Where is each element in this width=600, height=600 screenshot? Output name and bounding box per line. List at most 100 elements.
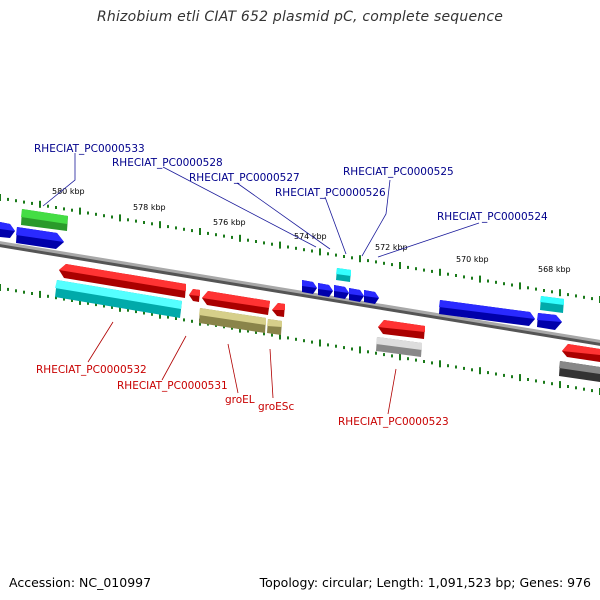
tick-minor (583, 387, 585, 391)
map-title: Rhizobium etli CIAT 652 plasmid pC, comp… (96, 9, 504, 25)
tick-minor (495, 372, 497, 376)
tick-minor (15, 289, 17, 293)
kbp-label-574: 574 kbp (294, 232, 327, 241)
tick-minor (575, 386, 577, 390)
tick-minor (271, 242, 273, 246)
tick-major (359, 255, 361, 263)
gene-upper-blue-1[interactable] (0, 222, 15, 238)
gene-lower-red-end[interactable] (562, 344, 600, 362)
tick-minor (591, 389, 593, 393)
tick-major (319, 339, 321, 347)
tick-minor (343, 255, 345, 258)
gene-label-PC0000527: RHECIAT_PC0000527 (189, 172, 300, 184)
tick-minor (367, 259, 369, 263)
upper-leader-lines (42, 153, 480, 258)
gene-lower-red-tiny[interactable] (272, 303, 285, 317)
tick-minor (231, 235, 233, 239)
tick-minor (495, 280, 497, 284)
tick-major (359, 346, 361, 354)
gene-upper-blue-small-2[interactable] (318, 283, 333, 297)
gene-label-PC0000525: RHECIAT_PC0000525 (343, 166, 454, 178)
tick-minor (183, 318, 185, 322)
tick-minor (575, 294, 577, 298)
tick-minor (63, 297, 65, 301)
gene-upper-blue-small-5[interactable] (364, 290, 379, 304)
tick-minor (391, 263, 393, 267)
gene-lower-dark-end[interactable] (559, 361, 600, 382)
tick-minor (295, 337, 297, 341)
gene-label-PC0000523: RHECIAT_PC0000523 (338, 416, 449, 428)
tick-minor (71, 208, 73, 212)
gene-upper-blue-large[interactable] (439, 300, 535, 326)
tick-minor (431, 269, 433, 273)
tick-minor (415, 267, 417, 271)
tick-minor (551, 290, 553, 294)
tick-minor (327, 252, 329, 256)
tick-minor (207, 231, 209, 235)
gene-upper-green[interactable] (21, 209, 68, 231)
gene-upper-cyan-end[interactable] (540, 296, 564, 313)
tick-major (479, 367, 481, 375)
tick-minor (463, 275, 465, 279)
tick-major (159, 221, 161, 229)
tick-minor (335, 344, 337, 348)
tick-minor (287, 245, 289, 249)
gene-lower-red-small[interactable] (189, 289, 200, 302)
tick-minor (167, 315, 169, 319)
tick-minor (375, 351, 377, 355)
tick-minor (143, 221, 145, 224)
tick-minor (95, 303, 97, 307)
tick-minor (567, 293, 569, 297)
tick-minor (375, 260, 377, 264)
gene-upper-blue-cluster[interactable] (302, 280, 379, 304)
tick-minor (143, 311, 145, 315)
tick-minor (95, 212, 97, 216)
tick-major (519, 282, 521, 290)
tick-minor (551, 382, 553, 386)
tick-minor (231, 326, 233, 330)
gene-upper-blue-2[interactable] (16, 227, 64, 249)
tick-major (239, 234, 241, 242)
gene-upper-blue-small-3[interactable] (334, 285, 349, 299)
tick-minor (103, 304, 105, 308)
kbp-label-572: 572 kbp (375, 243, 408, 252)
tick-major (319, 248, 321, 256)
gene-upper-blue-small-4[interactable] (349, 288, 364, 302)
gene-lower-red-523[interactable] (378, 320, 425, 339)
tick-major (279, 332, 281, 340)
tick-minor (351, 347, 353, 351)
tick-minor (503, 282, 505, 286)
tick-minor (335, 253, 337, 257)
kbp-label-568: 568 kbp (538, 265, 571, 274)
tick-minor (431, 361, 433, 365)
gene-lower-red-large[interactable] (59, 264, 186, 298)
tick-major (119, 304, 121, 312)
gene-groES[interactable] (267, 319, 282, 335)
tick-minor (223, 234, 225, 238)
gene-lower-grey-523[interactable] (376, 337, 422, 357)
tick-minor (567, 385, 569, 388)
tick-minor (343, 346, 345, 350)
gene-lower-red-mid[interactable] (202, 291, 270, 315)
tick-minor (215, 233, 217, 237)
tick-minor (303, 339, 305, 343)
gene-groEL[interactable] (199, 308, 266, 333)
gene-upper-cyan-small[interactable] (336, 268, 351, 282)
tick-minor (351, 256, 353, 260)
tick-minor (543, 289, 545, 292)
tick-minor (23, 290, 25, 294)
gene-lower-cyan-large[interactable] (55, 280, 182, 318)
tick-minor (423, 268, 425, 272)
tick-minor (71, 299, 73, 302)
tick-major (0, 284, 1, 291)
tick-minor (583, 295, 585, 299)
tick-minor (455, 274, 457, 277)
gene-upper-blue-small-1[interactable] (302, 280, 317, 294)
backbone-shadow (0, 242, 600, 346)
tick-major (279, 241, 281, 249)
tick-minor (63, 207, 65, 211)
tick-minor (47, 294, 49, 298)
tick-major (439, 268, 441, 276)
tick-minor (271, 333, 273, 337)
gene-upper-blue-end[interactable] (537, 313, 562, 330)
